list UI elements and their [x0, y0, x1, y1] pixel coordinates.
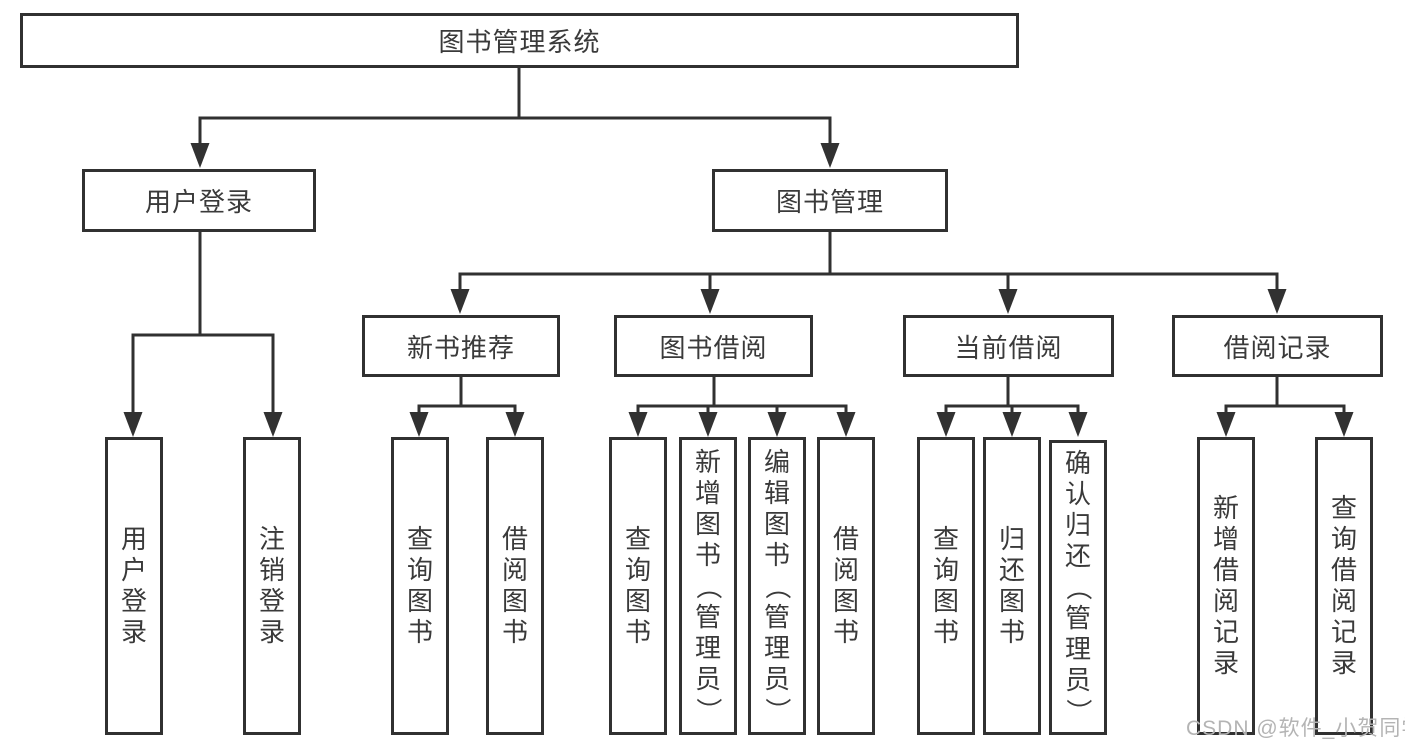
- arrowhead-icons: [123, 143, 1354, 437]
- node-label: 新增图书（管理员）: [693, 446, 724, 724]
- node-leaf-confirm-return-admin: 确认归还（管理员）: [1049, 440, 1107, 735]
- node-leaf-user-login: 用户登录: [105, 437, 163, 735]
- node-leaf-add-books-admin: 新增图书（管理员）: [679, 437, 737, 735]
- node-leaf-query-books-borrow: 查询图书: [609, 437, 667, 735]
- node-label: 注销登录: [258, 524, 285, 647]
- node-user-login: 用户登录: [82, 169, 316, 232]
- node-label: 新书推荐: [406, 332, 515, 363]
- node-label: 查询图书: [406, 524, 433, 647]
- node-label: 查询图书: [624, 524, 651, 647]
- node-label: 借阅图书: [832, 524, 859, 647]
- node-leaf-edit-books-admin: 编辑图书（管理员）: [748, 437, 806, 735]
- node-label: 新增借阅记录: [1212, 493, 1239, 678]
- node-library-management-system: 图书管理系统: [20, 13, 1019, 68]
- node-leaf-query-books-recommend: 查询图书: [391, 437, 449, 735]
- node-leaf-add-borrow-record: 新增借阅记录: [1197, 437, 1255, 735]
- node-label: 查询图书: [932, 524, 959, 647]
- node-new-book-recommendation: 新书推荐: [362, 315, 560, 377]
- watermark: CSDN @软件_小贺同学: [1186, 717, 1405, 740]
- node-leaf-query-borrow-record: 查询借阅记录: [1315, 437, 1373, 735]
- node-label: 用户登录: [120, 524, 147, 647]
- node-label: 图书管理: [775, 187, 884, 217]
- connector-paths: [131, 68, 1346, 413]
- node-label: 图书管理系统: [438, 27, 601, 57]
- node-label: 当前借阅: [954, 332, 1063, 363]
- node-borrowing-records: 借阅记录: [1172, 315, 1383, 377]
- node-label: 编辑图书（管理员）: [762, 446, 793, 724]
- node-current-borrowing: 当前借阅: [903, 315, 1114, 377]
- node-book-borrowing: 图书借阅: [614, 315, 813, 377]
- node-leaf-return-books: 归还图书: [983, 437, 1041, 735]
- node-label: 查询借阅记录: [1330, 493, 1357, 678]
- node-label: 用户登录: [144, 187, 253, 217]
- node-leaf-borrow-books-recommend: 借阅图书: [486, 437, 544, 735]
- node-leaf-query-books-current: 查询图书: [917, 437, 975, 735]
- node-label: 借阅记录: [1223, 332, 1332, 363]
- node-label: 确认归还（管理员）: [1063, 448, 1094, 725]
- node-leaf-borrow-books: 借阅图书: [817, 437, 875, 735]
- node-book-management: 图书管理: [712, 169, 948, 232]
- node-label: 借阅图书: [501, 524, 528, 647]
- node-leaf-logout: 注销登录: [243, 437, 301, 735]
- node-label: 图书借阅: [659, 332, 768, 363]
- node-label: 归还图书: [998, 524, 1025, 647]
